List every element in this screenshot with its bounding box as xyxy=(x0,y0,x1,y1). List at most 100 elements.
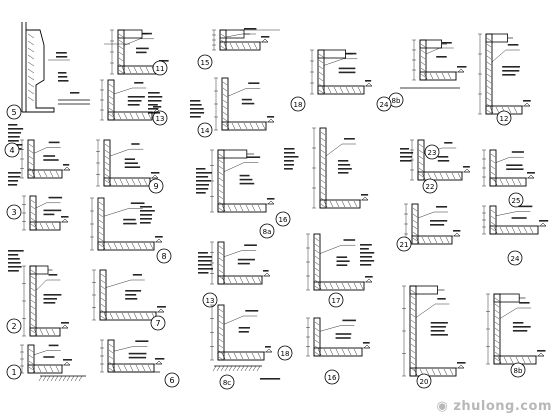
wall-section xyxy=(409,285,417,377)
hatch-line xyxy=(118,57,124,62)
annotation-text-stroke xyxy=(519,302,530,304)
hatch-line xyxy=(323,282,328,290)
hatch-line xyxy=(333,86,338,94)
hatch-line xyxy=(30,211,36,216)
hatch-line xyxy=(100,297,106,302)
detail-number-label: 23 xyxy=(428,149,437,157)
hatch-line xyxy=(229,42,234,50)
leader-line xyxy=(223,315,244,325)
hatch-line xyxy=(118,51,124,56)
annotation-text-stroke xyxy=(244,28,257,30)
earth-hatch xyxy=(78,375,83,382)
detail-number-label: 8a xyxy=(263,228,272,236)
annotation-text-stroke xyxy=(267,116,275,118)
hatch-line xyxy=(421,172,426,180)
annotation-text-stroke xyxy=(457,66,467,68)
hatch-line xyxy=(30,223,36,228)
hatch-line xyxy=(30,287,36,292)
hatch-line xyxy=(486,91,492,96)
hatch-line xyxy=(425,368,430,376)
hatch-line xyxy=(104,155,110,160)
detail-number-circle xyxy=(376,96,392,112)
hatch-line xyxy=(100,291,106,296)
hatch-line xyxy=(129,364,134,372)
hatch-line xyxy=(527,356,532,364)
hatch-line xyxy=(31,365,36,373)
hatch-line xyxy=(439,236,444,244)
hatch-line xyxy=(27,47,35,53)
detail-number-circle xyxy=(150,315,166,331)
hatch-line xyxy=(320,155,326,160)
hatch-line xyxy=(51,328,56,336)
detail-number-label: 16 xyxy=(279,216,288,224)
leader-line xyxy=(123,38,141,46)
annotation-text-stroke xyxy=(61,216,69,218)
hatch-line xyxy=(314,351,320,356)
detail-number-label: 8b xyxy=(514,367,523,375)
hatch-line xyxy=(119,242,124,250)
hatch-line xyxy=(221,204,226,212)
hatch-line xyxy=(107,178,112,186)
hatch-line xyxy=(511,178,516,186)
annotation-text-stroke xyxy=(56,52,67,54)
annotation-text-stroke xyxy=(363,342,370,344)
hatch-line xyxy=(221,352,226,360)
hatch-line xyxy=(413,368,418,376)
earth-hatch xyxy=(236,365,241,372)
hatch-line xyxy=(494,315,500,320)
earth-hatch xyxy=(248,365,253,372)
hatch-line xyxy=(51,222,56,230)
hatch-line xyxy=(410,325,416,330)
hatch-line xyxy=(30,305,36,310)
hatch-line xyxy=(410,343,416,348)
hatch-line xyxy=(225,122,230,130)
hatch-line xyxy=(218,251,224,256)
annotation-text-stroke xyxy=(365,80,372,82)
detail-number-circle xyxy=(259,223,275,239)
hatch-line xyxy=(118,69,124,74)
hatch-line xyxy=(353,348,358,356)
hatch-line xyxy=(513,106,518,114)
hatch-line xyxy=(410,355,416,360)
annotation-text-stroke xyxy=(135,340,149,342)
earth-hatch xyxy=(224,365,229,372)
annotation-text-stroke xyxy=(502,70,520,72)
hatch-line xyxy=(218,257,224,262)
annotation-text-stroke xyxy=(142,32,152,35)
elevation-marker xyxy=(61,218,69,223)
annotation-text-stroke xyxy=(239,174,250,177)
hatch-line xyxy=(494,297,500,302)
annotation-text-stroke xyxy=(43,302,56,304)
hatch-line xyxy=(427,172,432,180)
hatch-line xyxy=(220,39,226,44)
annotation-text-stroke xyxy=(361,194,369,196)
earth-hatch xyxy=(54,375,59,382)
hatch-line xyxy=(231,122,236,130)
hatch-line xyxy=(335,348,340,356)
hatch-line xyxy=(517,226,522,234)
detail-number-circle xyxy=(148,178,164,194)
hatch-line xyxy=(33,328,38,336)
elevation-marker xyxy=(539,222,547,227)
hatch-line xyxy=(341,200,346,208)
hatch-line xyxy=(505,178,510,186)
hatch-line xyxy=(314,327,320,332)
annotation-text-stroke xyxy=(198,260,212,262)
earth-hatch xyxy=(252,365,257,372)
hatch-line xyxy=(451,172,456,180)
hatch-line xyxy=(28,354,34,359)
earth-hatch xyxy=(256,365,261,372)
hatch-line xyxy=(222,111,228,116)
hatch-line xyxy=(320,137,326,142)
detail-number-circle xyxy=(396,236,412,252)
hatch-line xyxy=(55,170,60,178)
elevation-marker xyxy=(151,174,159,179)
leader-line xyxy=(425,47,440,55)
beam-section xyxy=(489,177,527,187)
hatch-line xyxy=(443,368,448,376)
hatch-line xyxy=(412,213,418,218)
hatch-line xyxy=(447,72,452,80)
annotation-text-stroke xyxy=(284,148,295,150)
annotation-text-stroke xyxy=(127,104,140,106)
